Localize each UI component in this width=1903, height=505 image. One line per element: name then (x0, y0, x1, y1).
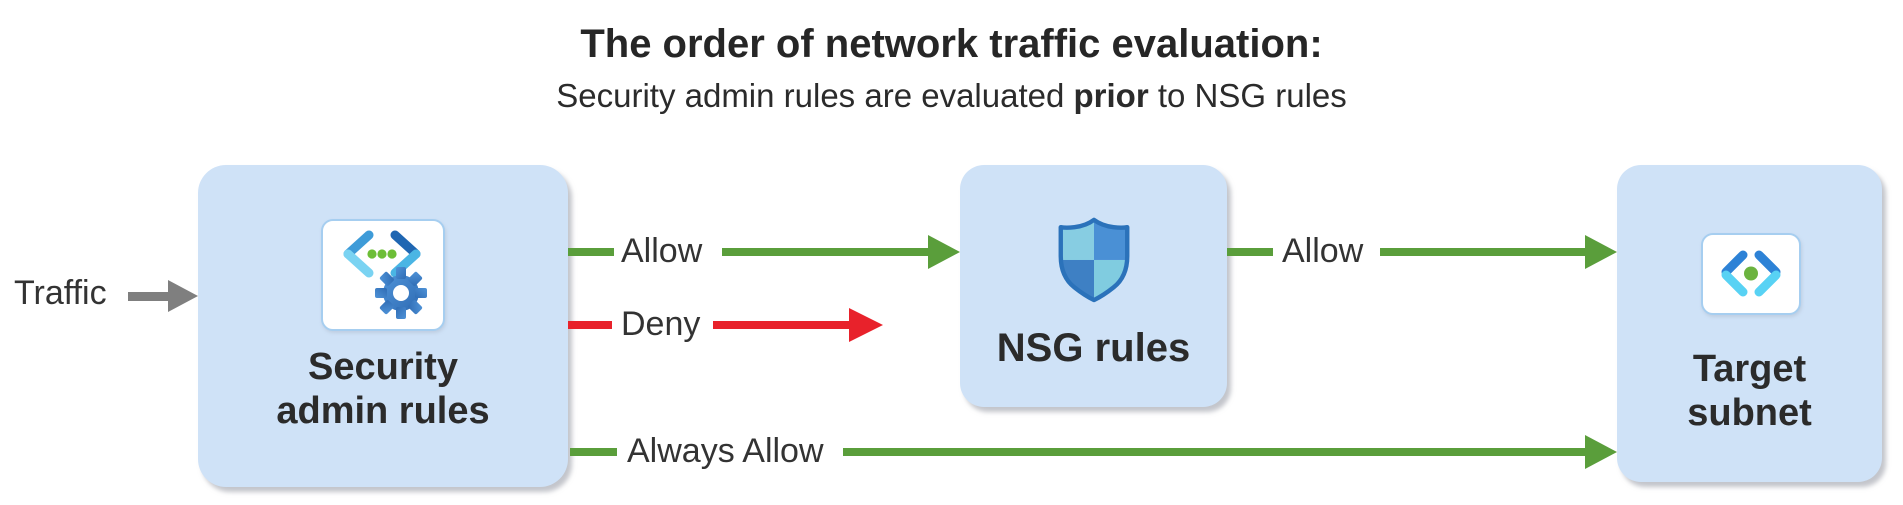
node-nsg-rules: NSG rules (960, 165, 1227, 407)
allow2-arrow-head (1585, 235, 1617, 269)
subtitle-suffix: to NSG rules (1148, 77, 1347, 114)
page-title: The order of network traffic evaluation: (580, 22, 1323, 66)
nsg-rules-label: NSG rules (996, 326, 1191, 370)
network-manager-gear-icon (343, 230, 427, 319)
security-admin-rules-label: Security admin rules (276, 346, 490, 433)
deny-arrow-head (849, 308, 883, 342)
always-allow-arrow-line (843, 448, 1585, 456)
always-allow-segment (570, 448, 617, 456)
header: The order of network traffic evaluation:… (0, 22, 1903, 115)
allow2-arrow-icon (1380, 235, 1617, 269)
deny-arrow-line (713, 321, 849, 329)
always-allow-label: Always Allow (627, 432, 824, 470)
deny-label: Deny (621, 305, 701, 343)
traffic-arrow-head (168, 280, 198, 312)
node-security-admin-rules: Security admin rules (198, 165, 568, 487)
shield-icon (1055, 215, 1133, 303)
traffic-arrow-icon (128, 280, 198, 312)
always-allow-arrow-head (1585, 435, 1617, 469)
deny-segment (568, 321, 612, 329)
traffic-label: Traffic (14, 274, 107, 312)
allow1-segment (568, 248, 614, 256)
subnet-code-icon (1721, 250, 1781, 297)
allow1-label: Allow (621, 232, 703, 270)
target-subnet-icon-card (1701, 233, 1801, 315)
allow2-label: Allow (1282, 232, 1364, 270)
allow2-arrow-line (1380, 248, 1585, 256)
deny-arrow-icon (713, 308, 883, 342)
allow1-arrow-icon (722, 235, 960, 269)
security-admin-icon-card (321, 219, 445, 331)
subtitle-bold-word: prior (1073, 77, 1149, 114)
target-subnet-label: Target subnet (1687, 348, 1812, 435)
shield-icon-svg (1058, 217, 1130, 303)
traffic-arrow-line (128, 291, 168, 301)
allow2-segment (1227, 248, 1273, 256)
subtitle-prefix: Security admin rules are evaluated (556, 77, 1074, 114)
allow1-arrow-line (722, 248, 928, 256)
node-target-subnet: Target subnet (1617, 165, 1882, 482)
allow1-arrow-head (928, 235, 960, 269)
always-allow-arrow-icon (843, 435, 1617, 469)
page-subtitle: Security admin rules are evaluated prior… (0, 77, 1903, 115)
